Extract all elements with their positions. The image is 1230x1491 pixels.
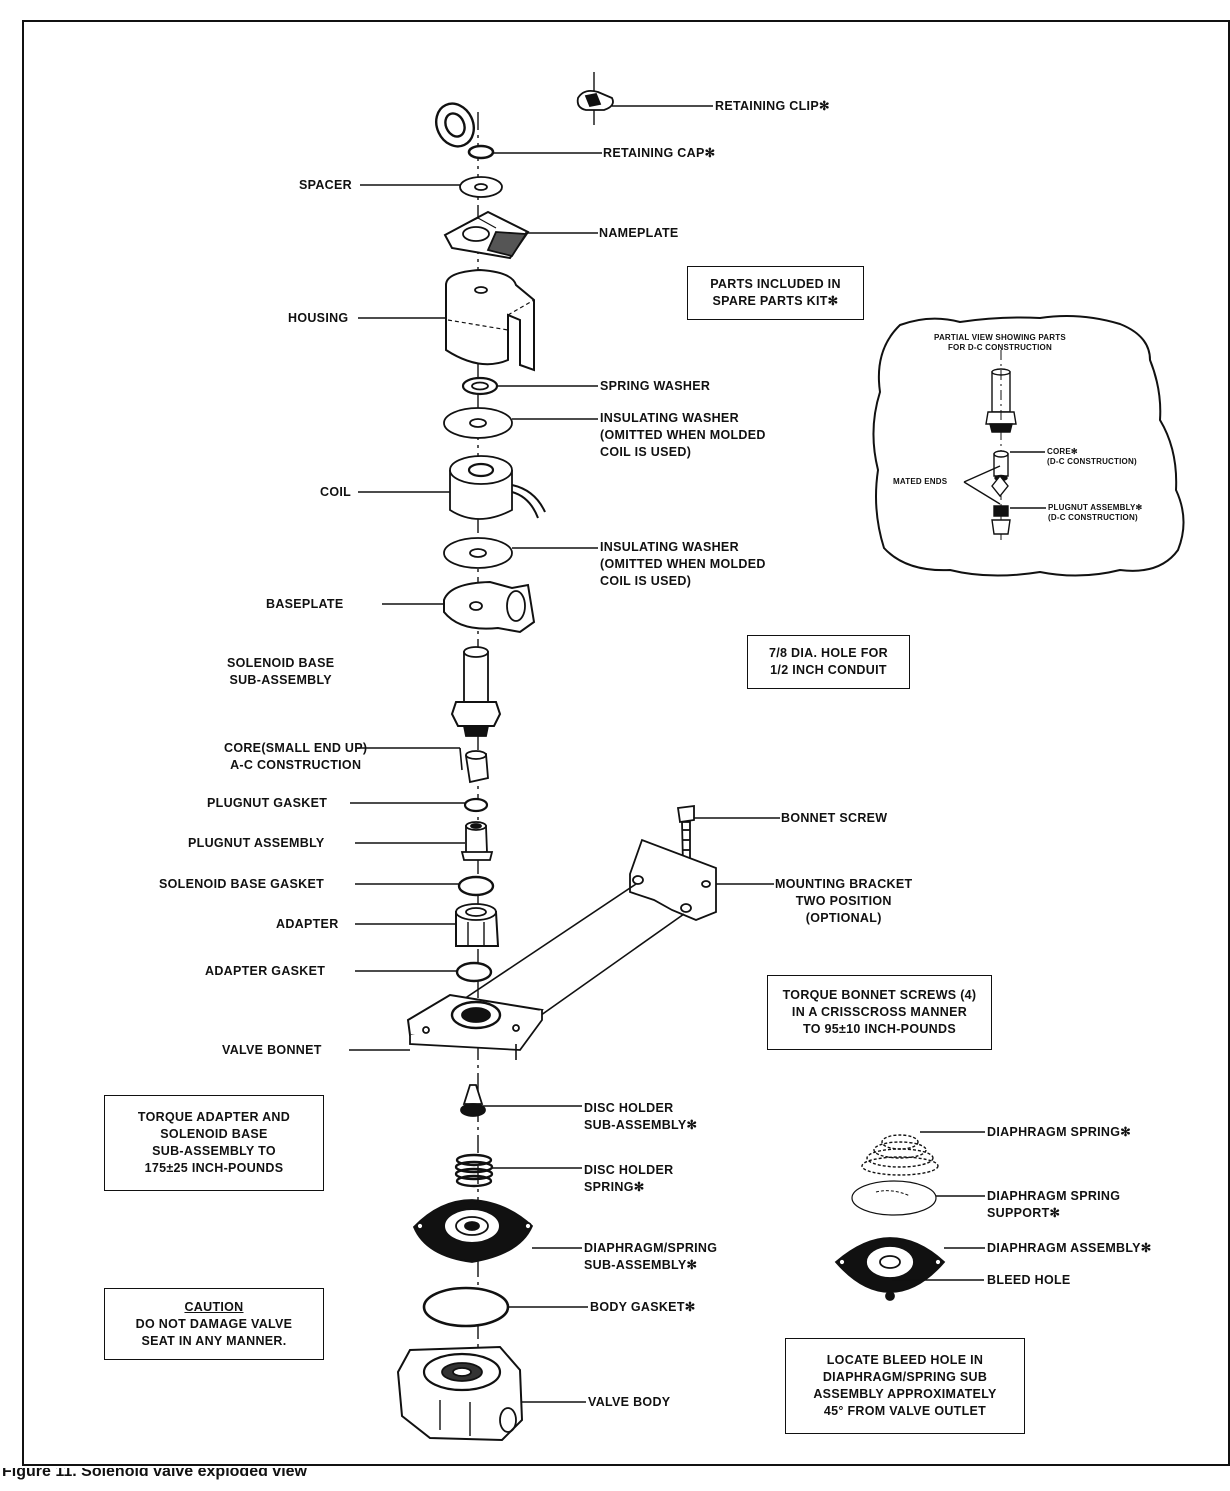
body-gasket-part — [422, 1286, 510, 1328]
diaphragm-support-detail-part — [851, 1180, 937, 1216]
disc-holder-spring-part — [454, 1153, 494, 1188]
label-diaphragm-spring-support: DIAPHRAGM SPRING SUPPORT✻ — [987, 1189, 1121, 1220]
inset-core — [993, 450, 1009, 482]
conduit-note-text: 7/8 DIA. HOLE FOR 1/2 INCH CONDUIT — [768, 646, 888, 677]
baseplate-part — [443, 580, 536, 634]
adapter-part — [455, 903, 500, 947]
label-insulating-washer-top: INSULATING WASHER (OMITTED WHEN MOLDED C… — [600, 411, 766, 459]
torque-adapter-note: TORQUE ADAPTER AND SOLENOID BASE SUB-ASS… — [104, 1095, 324, 1191]
inset-label-plugnut: PLUGNUT ASSEMBLY✻ (D-C CONSTRUCTION) — [1048, 503, 1143, 522]
inset-solenoid-base — [985, 350, 1017, 540]
spare-parts-note-text: PARTS INCLUDED IN SPARE PARTS KIT✻ — [710, 277, 841, 308]
figure-caption: Figure 11. Solenoid valve exploded view — [0, 1468, 1230, 1491]
label-bleed-hole: BLEED HOLE — [987, 1273, 1071, 1287]
core-part — [464, 750, 489, 784]
solenoid-base-part — [450, 646, 502, 737]
diaphragm-assembly-detail-part — [834, 1237, 946, 1301]
insulating-washer-bottom-part — [443, 537, 513, 569]
label-plugnut-assembly: PLUGNUT ASSEMBLY — [188, 836, 325, 850]
bleed-locate-note-text: LOCATE BLEED HOLE IN DIAPHRAGM/SPRING SU… — [813, 1353, 997, 1418]
label-diaphragm-assembly: DIAPHRAGM ASSEMBLY✻ — [987, 1241, 1152, 1255]
label-retaining-cap: RETAINING CAP✻ — [603, 146, 716, 160]
housing-part — [445, 268, 535, 372]
spring-washer-part — [461, 376, 499, 396]
spare-parts-note: PARTS INCLUDED IN SPARE PARTS KIT✻ — [687, 266, 864, 320]
torque-adapter-note-text: TORQUE ADAPTER AND SOLENOID BASE SUB-ASS… — [137, 1110, 291, 1175]
label-spring-washer: SPRING WASHER — [600, 379, 711, 393]
inset-plugnut — [991, 505, 1011, 535]
caution-note: CAUTION DO NOT DAMAGE VALVE SEAT IN ANY … — [104, 1288, 324, 1360]
retaining-clip-part — [576, 89, 614, 111]
torque-bonnet-note: TORQUE BONNET SCREWS (4) IN A CRISSCROSS… — [767, 975, 992, 1050]
inset-outline — [872, 315, 1185, 577]
retaining-cap-part — [435, 102, 495, 160]
label-valve-bonnet: VALVE BONNET — [222, 1043, 322, 1057]
figure-frame — [22, 20, 1230, 1466]
mounting-bracket-part — [629, 838, 717, 921]
label-solenoid-base-gasket: SOLENOID BASE GASKET — [159, 877, 325, 891]
diaphragm-spring-detail-part — [861, 1134, 939, 1176]
label-valve-body: VALVE BODY — [588, 1395, 671, 1409]
label-spacer: SPACER — [299, 178, 352, 192]
disc-holder-part — [460, 1084, 486, 1117]
coil-part — [449, 455, 546, 520]
label-retaining-clip: RETAINING CLIP✻ — [715, 99, 830, 113]
label-disc-holder-sub-assembly: DISC HOLDER SUB-ASSEMBLY✻ — [584, 1101, 698, 1132]
label-diaphragm-spring: DIAPHRAGM SPRING✻ — [987, 1125, 1132, 1139]
label-baseplate: BASEPLATE — [266, 597, 344, 611]
torque-bonnet-note-text: TORQUE BONNET SCREWS (4) IN A CRISSCROSS… — [782, 988, 977, 1036]
diaphragm-spring-assembly-part — [412, 1199, 534, 1263]
bonnet-screw-part — [676, 804, 695, 866]
conduit-note: 7/8 DIA. HOLE FOR 1/2 INCH CONDUIT — [747, 635, 910, 689]
leader-lines — [349, 105, 1046, 1403]
label-plugnut-gasket: PLUGNUT GASKET — [207, 796, 328, 810]
inset-title: PARTIAL VIEW SHOWING PARTS FOR D-C CONST… — [934, 333, 1066, 352]
inset-label-core: CORE✻ (D-C CONSTRUCTION) — [1047, 447, 1137, 466]
caution-title: CAUTION — [184, 1299, 244, 1314]
label-disc-holder-spring: DISC HOLDER SPRING✻ — [584, 1163, 674, 1194]
nameplate-part — [443, 210, 530, 260]
leader-bends — [515, 1044, 517, 1060]
valve-body-part — [396, 1345, 524, 1442]
label-solenoid-base-sub-assembly: SOLENOID BASE SUB-ASSEMBLY — [227, 656, 335, 687]
figure-caption-text: Figure 11. Solenoid valve exploded view — [2, 1468, 307, 1480]
label-nameplate: NAMEPLATE — [599, 226, 679, 240]
bleed-locate-note: LOCATE BLEED HOLE IN DIAPHRAGM/SPRING SU… — [785, 1338, 1025, 1434]
label-adapter: ADAPTER — [276, 917, 339, 931]
solenoid-base-gasket-part — [457, 875, 495, 897]
caution-text: DO NOT DAMAGE VALVE SEAT IN ANY MANNER. — [135, 1316, 293, 1348]
inset-label-mated-ends: MATED ENDS — [893, 477, 948, 486]
spacer-part — [459, 176, 503, 198]
plugnut-assembly-part — [460, 821, 494, 861]
label-body-gasket: BODY GASKET✻ — [590, 1300, 696, 1314]
plugnut-gasket-part — [463, 797, 489, 813]
adapter-gasket-part — [455, 961, 493, 983]
label-bonnet-screw: BONNET SCREW — [781, 811, 888, 825]
label-diaphragm-spring-sub-assembly: DIAPHRAGM/SPRING SUB-ASSEMBLY✻ — [584, 1241, 718, 1272]
inset-mated-ends — [963, 465, 1009, 505]
valve-bonnet-part — [406, 993, 544, 1051]
label-adapter-gasket: ADAPTER GASKET — [205, 964, 326, 978]
insulating-washer-top-part — [443, 407, 513, 439]
label-core-ac: CORE(SMALL END UP) A-C CONSTRUCTION — [224, 741, 368, 772]
label-coil: COIL — [320, 485, 352, 499]
label-mounting-bracket: MOUNTING BRACKET TWO POSITION (OPTIONAL) — [775, 877, 913, 925]
label-housing: HOUSING — [288, 311, 349, 325]
label-insulating-washer-bottom: INSULATING WASHER (OMITTED WHEN MOLDED C… — [600, 540, 766, 588]
